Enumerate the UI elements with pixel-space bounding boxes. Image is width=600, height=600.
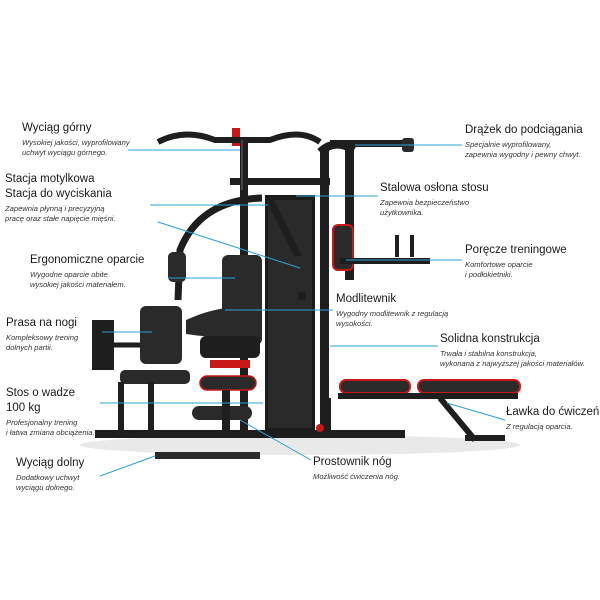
label-desc: uchwyt wyciągu górnego. — [22, 147, 108, 157]
leader-lines — [99, 144, 506, 477]
label-desc: i podłokietniki. — [465, 269, 513, 279]
label-backrest: Ergonomiczne oparcie Wygodne oparcie obi… — [30, 254, 144, 289]
leader-stacja-2 — [157, 221, 301, 269]
label-desc: użytkownika. — [380, 207, 424, 217]
label-title: Ławka do ćwiczeń — [506, 406, 600, 418]
label-stack-shroud: Stalowa osłona stosu Zapewnia bezpieczeń… — [380, 182, 489, 217]
seat-accent — [210, 360, 250, 368]
leg-press-post — [118, 382, 124, 430]
label-desc: Trwała i stabilna konstrukcja, — [440, 348, 537, 358]
butterfly-pad — [290, 256, 308, 292]
leg-extension-roller-top — [199, 375, 257, 391]
label-desc: Dodatkowy uchwyt — [16, 472, 80, 482]
dip-grip-a — [395, 235, 399, 257]
bench-back-pad — [417, 379, 521, 394]
label-desc: Wysokiej jakości, wyprofilowany — [22, 137, 130, 147]
label-title: Stos o wadze — [6, 387, 76, 399]
label-title: Modlitewnik — [336, 293, 397, 305]
bench-foot — [465, 435, 505, 441]
label-dip-station: Poręcze treningowe Komfortowe oparcie i … — [465, 244, 567, 279]
label-title: Wyciąg górny — [22, 122, 92, 134]
label-leg-press: Prasa na nogi Kompleksowy trening dolnyc… — [6, 317, 78, 352]
leg-press-seat — [120, 370, 190, 384]
label-desc: wykonana z najwyższej jakości materiałów… — [440, 358, 585, 368]
seat-base — [200, 336, 260, 358]
press-handle — [168, 252, 186, 282]
press-arm — [174, 194, 263, 301]
label-construction: Solidna konstrukcja Trwała i stabilna ko… — [440, 333, 585, 368]
label-desc: Specjalnie wyprofilowany, — [465, 139, 552, 149]
label-leg-extension: Prostownik nóg Możliwość ćwiczenia nóg. — [313, 456, 400, 481]
bench-leg — [325, 398, 331, 434]
pullup-post — [320, 150, 329, 435]
label-pullup-bar: Drążek do podciągania Specjalnie wyprofi… — [465, 124, 583, 159]
dip-grip-b — [410, 235, 414, 257]
label-desc: wyciągu dolnego. — [16, 482, 75, 492]
label-desc: wysokiej jakości materiałem. — [30, 279, 126, 289]
label-desc: Wygodny modlitewnik z regulacją — [336, 308, 449, 318]
label-title: Prostownik nóg — [313, 456, 392, 468]
lower-pulley-plate — [155, 452, 260, 459]
leader-wyciag-dolny — [99, 455, 156, 477]
leg-press-frame — [92, 320, 114, 370]
label-desc: Profesjonalny trening — [6, 417, 78, 427]
label-butterfly-press: Stacja motylkowa Stacja do wyciskania Za… — [5, 173, 116, 223]
label-desc: pracę oraz stałe napięcie mięśni. — [5, 213, 116, 223]
bench-foot-cap — [316, 424, 324, 432]
top-beam — [230, 178, 330, 185]
seat-pad — [186, 307, 262, 338]
label-title: Drążek do podciągania — [465, 124, 583, 136]
label-desc: Z regulacją oparcia. — [506, 421, 573, 431]
label-title: Prasa na nogi — [6, 317, 77, 329]
label-desc: Zapewnia płynną i precyzyjną — [5, 203, 105, 213]
label-desc: Zapewnia bezpieczeństwo — [380, 197, 470, 207]
label-title: Poręcze treningowe — [465, 244, 567, 256]
pullup-post-2 — [345, 150, 354, 280]
label-desc: Kompleksowy trening — [6, 332, 79, 342]
label-title: 100 kg — [6, 401, 41, 414]
label-desc: dolnych partii. — [6, 342, 53, 352]
label-title: Stalowa osłona stosu — [380, 182, 489, 194]
leg-extension-post — [222, 390, 230, 432]
label-bench: Ławka do ćwiczeń Z regulacją oparcia. — [506, 406, 599, 431]
floor-shadow — [80, 435, 520, 455]
pullup-bar — [330, 140, 410, 147]
leg-press-back — [140, 306, 182, 364]
bench-seat-pad — [339, 379, 411, 394]
label-title: Ergonomiczne oparcie — [30, 254, 145, 266]
label-desc: Możliwość ćwiczenia nóg. — [313, 471, 400, 481]
label-title: Stacja motylkowa — [5, 173, 95, 185]
bench-rail — [338, 393, 518, 399]
label-desc: i łatwa zmiana obciążenia. — [6, 427, 95, 437]
label-preacher: Modlitewnik Wygodny modlitewnik z regula… — [336, 293, 448, 328]
label-upper-pulley: Wyciąg górny Wysokiej jakości, wyprofilo… — [22, 122, 130, 157]
leader-lawka — [446, 402, 506, 421]
leader-prostownik — [239, 419, 312, 461]
label-title: Wyciąg dolny — [16, 457, 85, 469]
label-title: Stacja do wyciskania — [5, 187, 112, 200]
base-rail — [95, 430, 405, 438]
label-weight-stack: Stos o wadze 100 kg Profesjonalny trenin… — [6, 387, 95, 437]
leg-press-post-2 — [148, 382, 154, 430]
label-desc: Komfortowe oparcie — [465, 259, 533, 269]
bench-adjuster — [437, 396, 478, 442]
label-desc: Wygodne oparcie obite — [30, 269, 108, 279]
label-title: Solidna konstrukcja — [440, 333, 540, 345]
label-desc: zapewnia wygodny i pewny chwyt. — [465, 149, 581, 159]
dip-handles — [340, 258, 430, 264]
label-lower-pulley: Wyciąg dolny Dodatkowy uchwyt wyciągu do… — [16, 457, 84, 492]
label-desc: wysokości. — [336, 318, 373, 328]
